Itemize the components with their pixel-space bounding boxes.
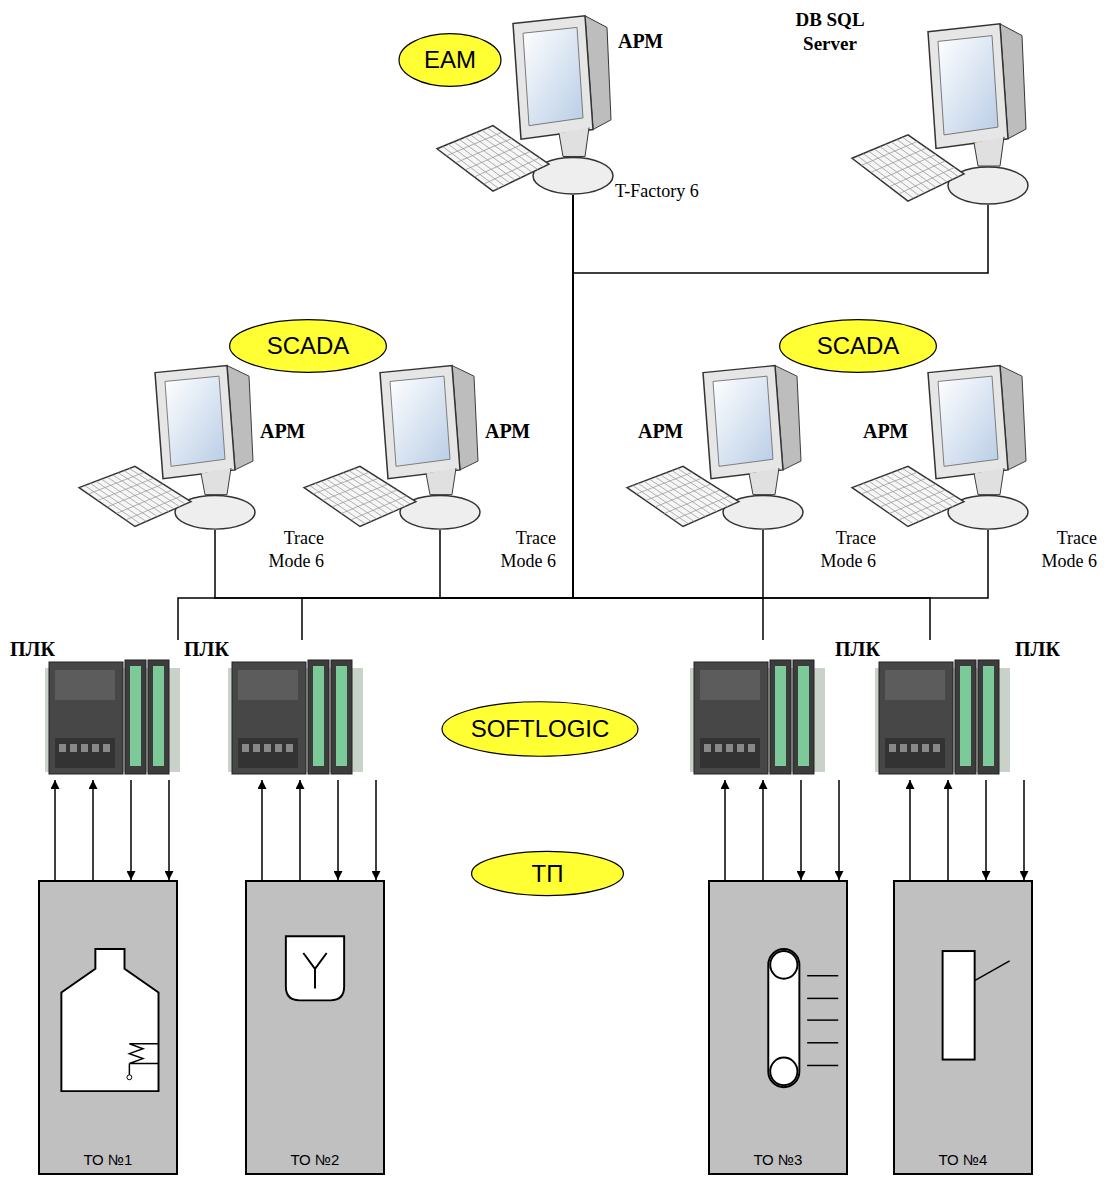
layer-oval: EAM	[398, 32, 502, 88]
network-line	[178, 195, 573, 640]
plc-unit-shape	[690, 640, 825, 780]
signal-arrow	[800, 780, 802, 880]
process-object-shape	[895, 882, 1031, 1173]
layer-name: EAM	[424, 46, 476, 74]
object-name: ТО №1	[40, 1151, 176, 1168]
layer-oval: SCADA	[778, 318, 938, 374]
device-label: ПЛК	[10, 638, 55, 661]
device-label: АРМ	[638, 420, 683, 443]
device-label: Trace Mode 6	[810, 527, 876, 574]
signal-arrow	[838, 780, 840, 880]
object-name: ТО №2	[247, 1151, 383, 1168]
workstation: DB SQL Server	[850, 20, 1050, 205]
process-object: ТО №1	[38, 880, 178, 1175]
signal-arrow	[299, 780, 301, 880]
layer-name: SCADA	[817, 332, 900, 360]
network-line	[573, 195, 930, 640]
layer-name: SCADA	[267, 332, 350, 360]
signal-arrow	[985, 780, 987, 880]
workstation: АРМT-Factory 6	[435, 12, 635, 195]
signal-arrow	[762, 780, 764, 880]
network-line	[440, 195, 573, 598]
signal-arrow	[1023, 780, 1025, 880]
plc-unit: ПЛК	[45, 640, 180, 780]
object-name: ТО №3	[710, 1151, 846, 1168]
plc-unit-shape	[45, 640, 180, 780]
workstation-shape	[435, 12, 635, 195]
workstation-shape	[850, 362, 1050, 530]
process-object-shape	[247, 882, 383, 1173]
signal-arrow	[130, 780, 132, 880]
workstation: АРМTrace Mode 6	[302, 362, 502, 530]
plc-unit-shape	[228, 640, 363, 780]
workstation: АРМTrace Mode 6	[77, 362, 277, 530]
object-name: ТО №4	[895, 1151, 1031, 1168]
workstation-shape	[302, 362, 502, 530]
layer-oval: ТП	[470, 850, 625, 897]
device-label: АРМ	[260, 420, 305, 443]
network-line	[215, 195, 573, 598]
device-label: Trace Mode 6	[258, 527, 324, 574]
signal-arrow	[947, 780, 949, 880]
network-line	[573, 195, 988, 273]
process-object-shape	[40, 882, 176, 1173]
device-label: АРМ	[485, 420, 530, 443]
device-label: ПЛК	[184, 638, 229, 661]
device-label: DB SQL Server	[788, 8, 872, 56]
device-label: АРМ	[863, 420, 908, 443]
workstation-shape	[77, 362, 277, 530]
signal-arrow	[375, 780, 377, 880]
workstation: АРМTrace Mode 6	[850, 362, 1050, 530]
device-label: Trace Mode 6	[490, 527, 556, 574]
workstation: АРМTrace Mode 6	[625, 362, 825, 530]
plc-unit: ПЛК	[875, 640, 1010, 780]
device-label: ПЛК	[1015, 638, 1060, 661]
device-label: АРМ	[618, 30, 663, 53]
device-label: Trace Mode 6	[1031, 527, 1097, 574]
network-line	[573, 195, 988, 598]
layer-name: ТП	[532, 860, 564, 888]
signal-arrow	[92, 780, 94, 880]
layer-name: SOFTLOGIC	[471, 715, 610, 743]
signal-arrow	[909, 780, 911, 880]
layer-oval: SOFTLOGIC	[440, 700, 640, 758]
process-object: ТО №2	[245, 880, 385, 1175]
workstation-shape	[625, 362, 825, 530]
workstation-shape	[850, 20, 1050, 205]
signal-arrow	[168, 780, 170, 880]
network-line	[302, 195, 573, 640]
signal-arrow	[261, 780, 263, 880]
signal-arrow	[54, 780, 56, 880]
plc-unit-shape	[875, 640, 1010, 780]
device-label: ПЛК	[835, 638, 880, 661]
layer-oval: SCADA	[228, 318, 388, 374]
plc-unit: ПЛК	[228, 640, 363, 780]
process-object: ТО №3	[708, 880, 848, 1175]
process-object-shape	[710, 882, 846, 1173]
signal-arrow	[337, 780, 339, 880]
signal-arrow	[724, 780, 726, 880]
process-object: ТО №4	[893, 880, 1033, 1175]
device-label: T-Factory 6	[615, 180, 699, 203]
plc-unit: ПЛК	[690, 640, 825, 780]
